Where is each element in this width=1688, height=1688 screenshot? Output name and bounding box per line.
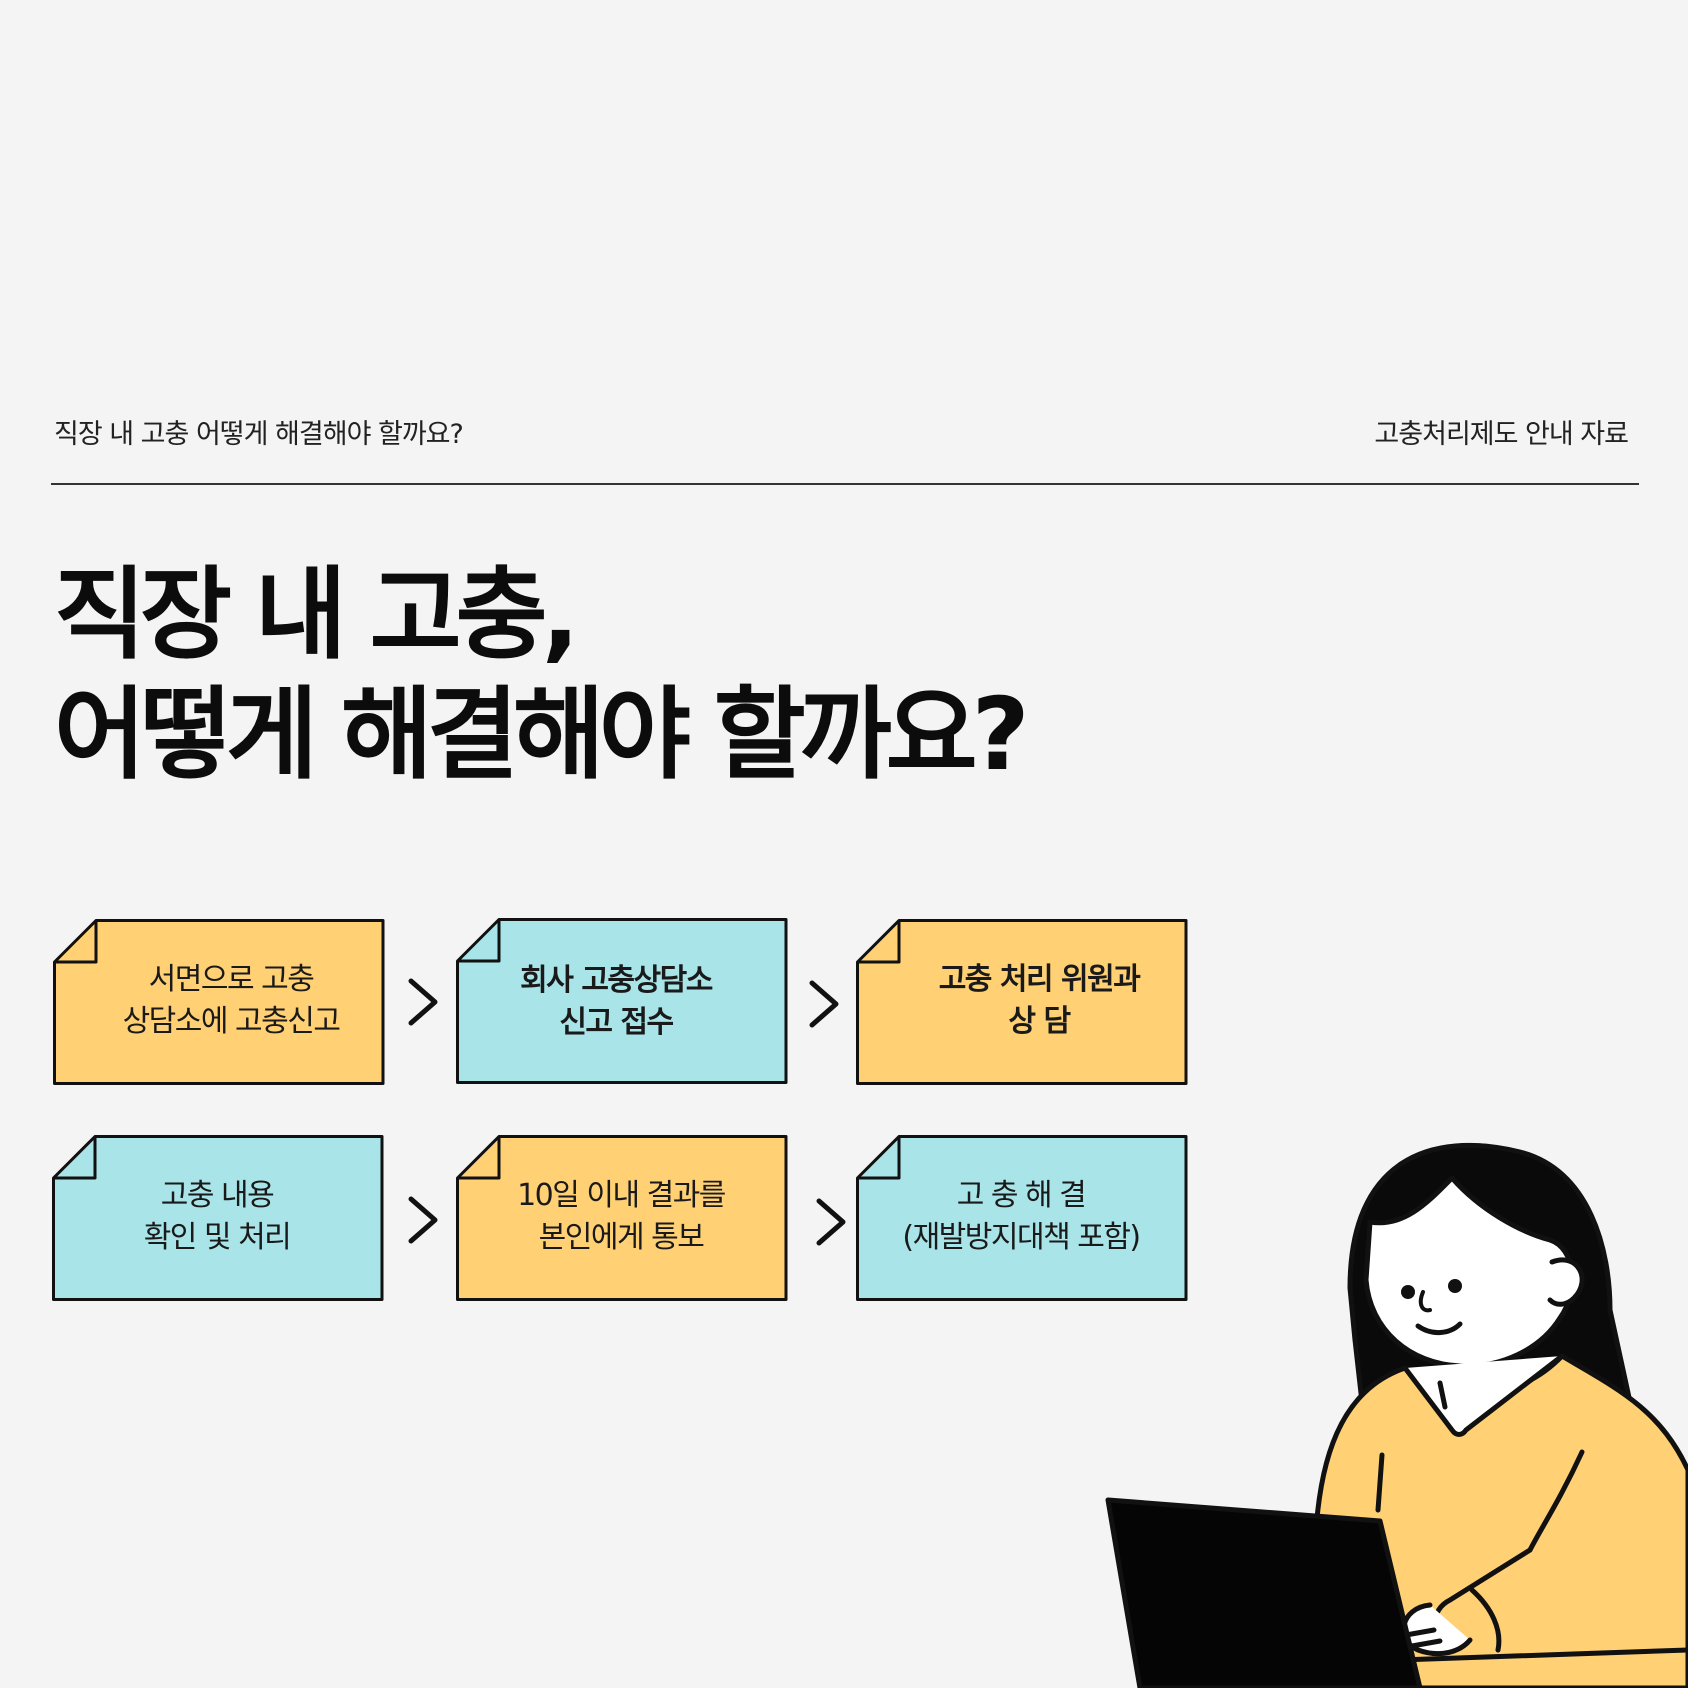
step-6-line-2: (재발방지대책 포함) xyxy=(902,1219,1141,1255)
chevron-right-icon xyxy=(408,1196,438,1244)
step-4-line-2: 확인 및 처리 xyxy=(143,1219,292,1255)
header-divider xyxy=(51,483,1639,485)
step-card-4: 고충 내용 확인 및 처리 xyxy=(52,1135,384,1301)
sticky-note-shape xyxy=(856,919,1188,1085)
page-title: 직장 내 고충, 어떻게 해결해야 할까요? xyxy=(54,555,1030,795)
step-2-line-2: 신고 접수 xyxy=(559,1005,674,1040)
sticky-note-shape xyxy=(52,1135,384,1301)
woman-with-laptop-illustration xyxy=(1105,1143,1688,1688)
chevron-right-icon xyxy=(816,1198,846,1246)
chevron-right-icon xyxy=(408,978,438,1026)
chevron-right-icon xyxy=(809,980,839,1028)
sticky-note-shape xyxy=(53,919,385,1085)
sticky-note-shape xyxy=(456,1135,788,1301)
step-6-line-1: 고 충 해 결 xyxy=(956,1177,1087,1213)
step-4-line-1: 고충 내용 xyxy=(160,1177,275,1213)
step-5-line-2: 본인에게 통보 xyxy=(538,1219,705,1255)
page-title-line-2: 어떻게 해결해야 할까요? xyxy=(54,676,1030,793)
eye-right xyxy=(1448,1279,1462,1293)
step-card-3: 고충 처리 위원과 상 담 xyxy=(856,919,1188,1085)
step-3-line-1: 고충 처리 위원과 xyxy=(938,961,1141,997)
step-card-1: 서면으로 고충 상담소에 고충신고 xyxy=(53,919,385,1085)
step-card-2: 회사 고충상담소 신고 접수 xyxy=(456,918,788,1084)
step-1-line-1: 서면으로 고충 xyxy=(148,961,315,997)
sticky-note-shape xyxy=(456,918,788,1084)
page-title-line-1: 직장 내 고충, xyxy=(54,556,580,673)
step-1-line-2: 상담소에 고충신고 xyxy=(122,1003,341,1039)
eye-left xyxy=(1401,1285,1415,1299)
step-2-line-1: 회사 고충상담소 xyxy=(520,963,713,998)
step-3-line-2: 상 담 xyxy=(1008,1003,1071,1039)
header-document-label: 고충처리제도 안내 자료 xyxy=(1374,419,1629,450)
step-5-line-1: 10일 이내 결과를 xyxy=(517,1177,726,1213)
sticky-note-shape xyxy=(856,1135,1188,1301)
header-subtitle: 직장 내 고충 어떻게 해결해야 할까요? xyxy=(54,419,464,450)
step-card-5: 10일 이내 결과를 본인에게 통보 xyxy=(456,1135,788,1301)
step-card-6: 고 충 해 결 (재발방지대책 포함) xyxy=(856,1135,1188,1301)
